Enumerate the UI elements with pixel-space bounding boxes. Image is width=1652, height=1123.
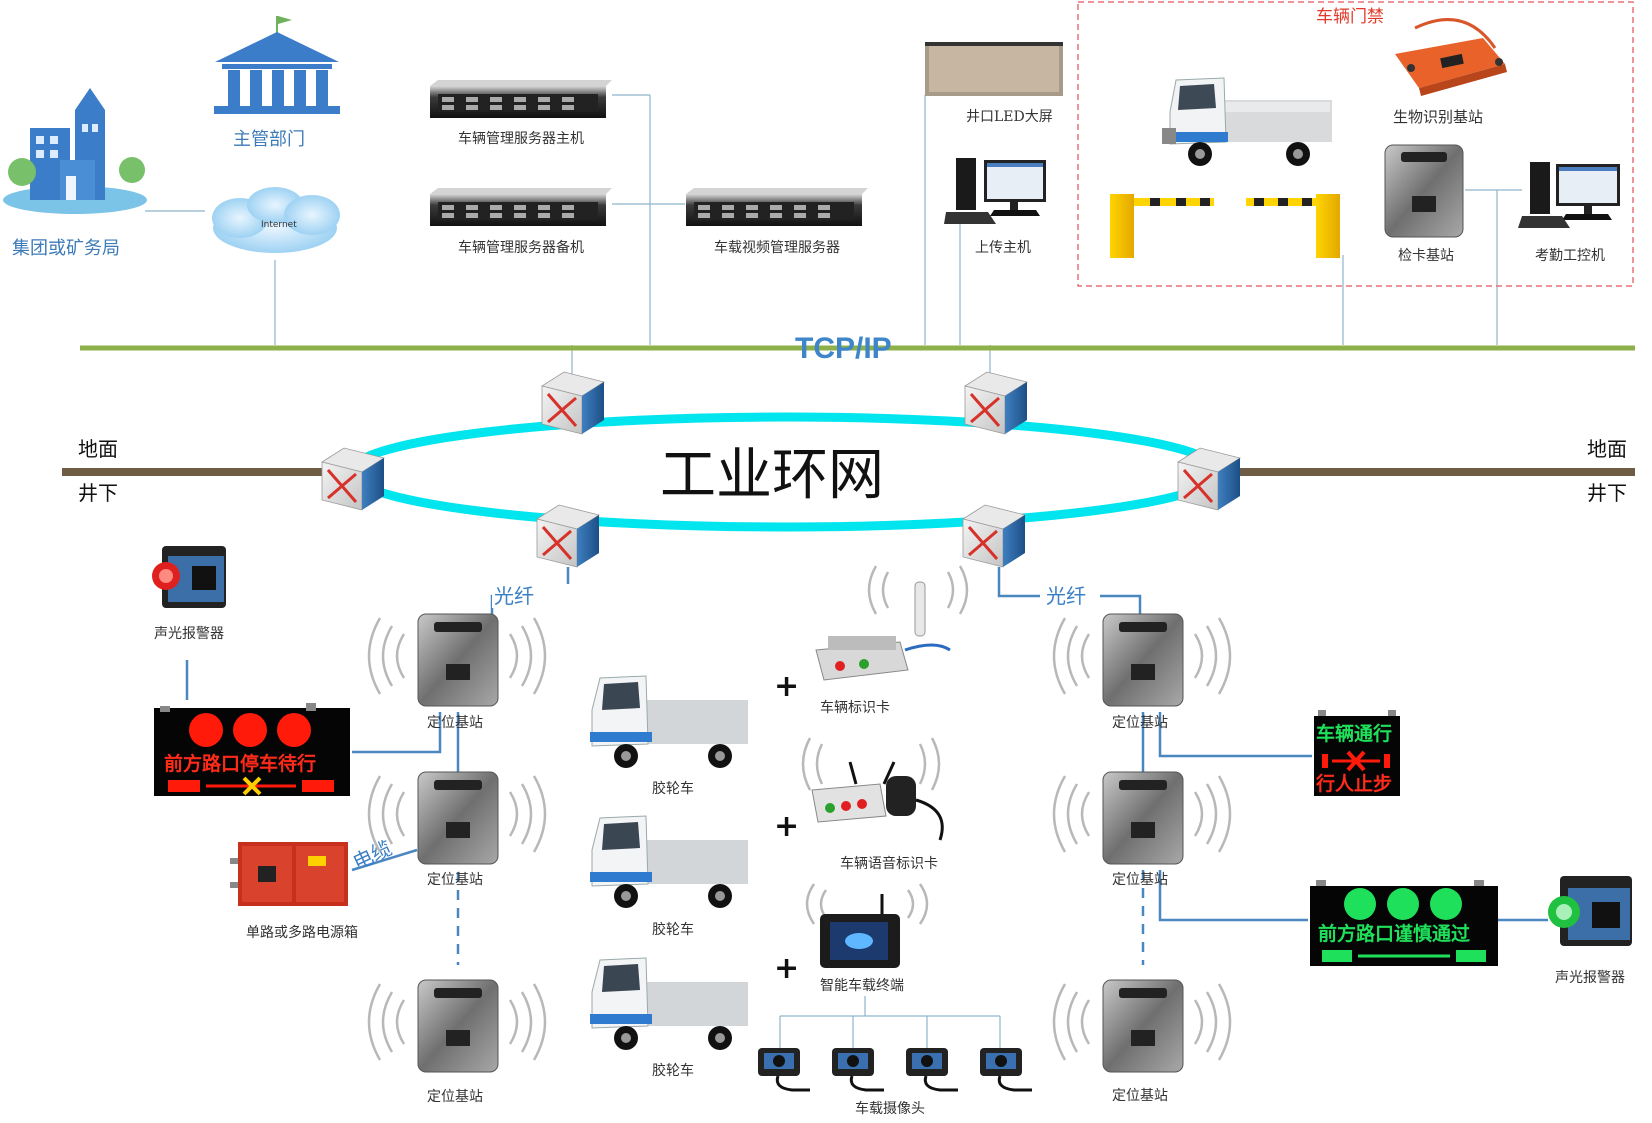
truck-icon: [1162, 77, 1332, 166]
truck-label: 胶轮车: [652, 780, 694, 797]
locator-station-icon: [1052, 771, 1232, 865]
plus-icon: +: [774, 951, 799, 986]
locator-label: 定位基站: [1112, 1087, 1168, 1104]
alarm-right-label: 声光报警器: [1555, 970, 1625, 986]
camera-links: [779, 996, 1001, 1052]
truck-icon: [590, 675, 748, 768]
camera-label: 车载摄像头: [855, 1100, 925, 1117]
ring-title: 工业环网: [660, 443, 884, 508]
gate-frame: [1077, 1, 1634, 287]
fiber-label-bg: [492, 584, 574, 608]
server-icon: [430, 80, 612, 118]
tcp-ip-label: TCP/IP: [795, 332, 892, 365]
led-sign-pass: [1314, 710, 1400, 796]
led-screen-label: 井口LED大屏: [966, 109, 1053, 125]
locator-links-left: [351, 712, 460, 965]
fiber-label-left: 光纤: [494, 584, 534, 608]
server-icon: [686, 188, 868, 226]
server-backup-label: 车辆管理服务器备机: [458, 239, 584, 256]
fiber-label-bg: [1040, 584, 1100, 608]
sign-pass-bottom: 行人止步: [1315, 772, 1392, 795]
sign-stop-text: 前方路口停车待行: [164, 752, 316, 775]
locator-station-icon: [367, 979, 547, 1073]
power-box-icon: [230, 842, 348, 906]
computer-icon: [944, 158, 1046, 224]
ground-label-right-above: 地面: [1587, 437, 1627, 461]
server-main-label: 车辆管理服务器主机: [458, 130, 584, 147]
plus-icon: +: [774, 809, 799, 844]
vehicle-card-icon: [815, 565, 969, 681]
locator-label: 定位基站: [427, 714, 483, 731]
locator-station-icon: [367, 613, 547, 707]
sign-caution-text: 前方路口谨慎通过: [1318, 922, 1470, 945]
camera-icon: [980, 1048, 1032, 1092]
switch-icon: [320, 447, 386, 511]
ground-label-left-below: 井下: [78, 481, 118, 505]
locator-label: 定位基站: [1112, 871, 1168, 888]
truck-icon: [590, 957, 748, 1050]
group-bureau-icon: [3, 88, 147, 214]
attendance-pc-label: 考勤工控机: [1535, 248, 1605, 264]
terminal-label: 智能车载终端: [820, 977, 904, 994]
truck-label: 胶轮车: [652, 1062, 694, 1079]
locator-label: 定位基站: [427, 871, 483, 888]
led-screen-icon: [925, 42, 1063, 96]
camera-icon: [758, 1048, 810, 1092]
card-check-label: 检卡基站: [1398, 247, 1454, 264]
fiber-label-right: 光纤: [1046, 584, 1086, 608]
ground-label-left-above: 地面: [78, 437, 118, 461]
power-box-label: 单路或多路电源箱: [246, 924, 358, 941]
card-check-station-icon: [1384, 144, 1464, 238]
cable-label: 电缆: [349, 836, 395, 875]
server-icon: [430, 188, 612, 226]
locator-label: 定位基站: [427, 1088, 483, 1105]
switch-icon: [1176, 447, 1242, 511]
biometric-station-icon: [1395, 18, 1507, 96]
terminal-icon: [805, 883, 929, 968]
internet-cloud-icon: [212, 187, 340, 253]
locator-station-icon: [1052, 613, 1232, 707]
vehicle-card-label: 车辆标识卡: [820, 699, 890, 716]
upload-host-label: 上传主机: [975, 240, 1031, 256]
authority-label: 主管部门: [233, 129, 305, 150]
voice-card-icon: [801, 737, 944, 841]
barrier-gate-icon: [1110, 194, 1214, 258]
sign-pass-top: 车辆通行: [1316, 722, 1392, 745]
locator-label: 定位基站: [1112, 714, 1168, 731]
alarm-icon: [1548, 876, 1632, 946]
truck-label: 胶轮车: [652, 921, 694, 938]
camera-icon: [906, 1048, 958, 1092]
switch-icon: [535, 504, 601, 568]
video-server-label: 车载视频管理服务器: [714, 239, 840, 256]
led-sign-caution: [1310, 880, 1498, 966]
authority-building-icon: [214, 16, 340, 114]
alarm-left-label: 声光报警器: [154, 626, 224, 642]
camera-icon: [832, 1048, 884, 1092]
computer-icon: [1518, 162, 1620, 228]
locator-station-icon: [367, 771, 547, 865]
locator-station-icon: [1052, 979, 1232, 1073]
internet-label: Internet: [261, 220, 297, 230]
barrier-gate-icon: [1246, 194, 1340, 258]
led-sign-stop: [154, 703, 350, 796]
truck-icon: [590, 815, 748, 908]
plus-icon: +: [774, 669, 799, 704]
alarm-icon: [152, 546, 226, 608]
locator-links-right: [185, 660, 1548, 965]
ground-label-right-below: 井下: [1587, 481, 1627, 505]
switch-icon: [963, 371, 1029, 435]
group-bureau-label: 集团或矿务局: [12, 238, 120, 259]
above-ground-links: [145, 94, 1522, 380]
switch-icon: [540, 371, 606, 435]
voice-card-label: 车辆语音标识卡: [840, 855, 938, 872]
switch-icon: [961, 504, 1027, 568]
bio-station-label: 生物识别基站: [1393, 108, 1483, 126]
gate-title: 车辆门禁: [1316, 7, 1384, 27]
